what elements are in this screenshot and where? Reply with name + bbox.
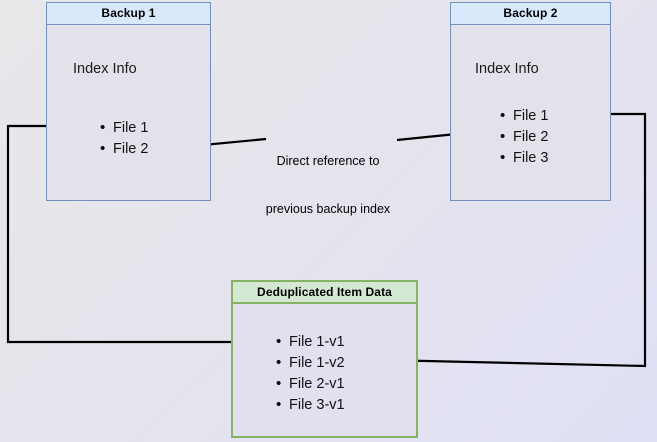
list-item: File 3-v1 — [276, 394, 345, 416]
deduplicated-item-data-node[interactable]: Deduplicated Item Data File 1-v1 File 1-… — [231, 280, 418, 438]
backup-1-node[interactable]: Backup 1 Index Info File 1 File 2 — [46, 2, 211, 201]
backup-2-title: Backup 2 — [451, 3, 610, 25]
dedup-title: Deduplicated Item Data — [233, 282, 416, 304]
direct-reference-label-line-1: Direct reference to — [276, 154, 380, 168]
list-item: File 2 — [500, 126, 549, 148]
backup-2-body: Index Info File 1 File 2 File 3 — [451, 25, 610, 200]
list-item: File 3 — [500, 147, 549, 169]
direct-reference-label-line-2: previous backup index — [265, 202, 391, 216]
list-item: File 2-v1 — [276, 373, 345, 395]
dedup-item-list: File 1-v1 File 1-v2 File 2-v1 File 3-v1 — [273, 331, 345, 416]
backup-1-index-label: Index Info — [73, 61, 137, 77]
dedup-body: File 1-v1 File 1-v2 File 2-v1 File 3-v1 — [233, 304, 416, 436]
list-item: File 1-v2 — [276, 352, 345, 374]
backup-1-file-list: File 1 File 2 — [97, 117, 149, 160]
list-item: File 2 — [100, 138, 149, 160]
list-item: File 1-v1 — [276, 331, 345, 353]
backup-1-body: Index Info File 1 File 2 — [47, 25, 210, 200]
backup-1-title: Backup 1 — [47, 3, 210, 25]
backup-2-index-label: Index Info — [475, 61, 539, 77]
list-item: File 1 — [100, 117, 149, 139]
backup-2-node[interactable]: Backup 2 Index Info File 1 File 2 File 3 — [450, 2, 611, 201]
direct-reference-label: Direct reference to previous backup inde… — [249, 121, 407, 249]
backup-2-file-list: File 1 File 2 File 3 — [497, 105, 549, 169]
list-item: File 1 — [500, 105, 549, 127]
